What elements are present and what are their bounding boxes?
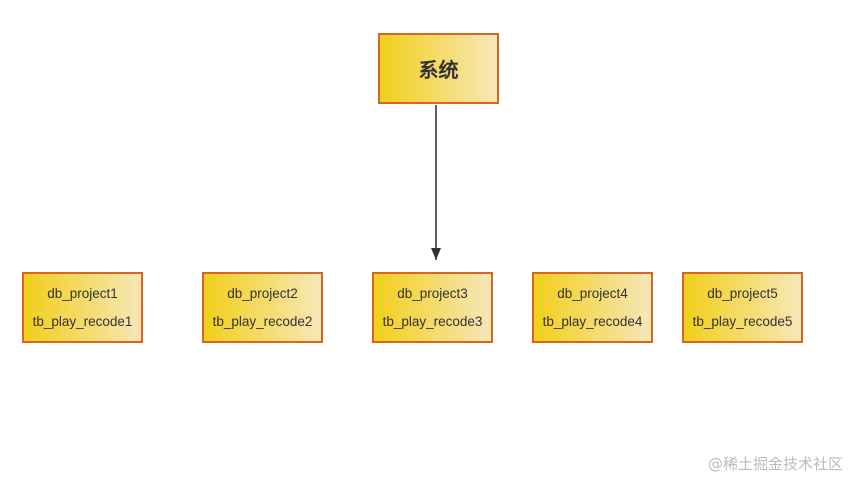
child-node-table-label: tb_play_recode3 [382,313,483,329]
arrowhead-icon [431,248,441,260]
root-node-label: 系统 [418,58,459,82]
child-node-db-label: db_project5 [707,285,778,301]
child-node-table-label: tb_play_recode2 [212,313,313,329]
child-node-db-label: db_project4 [557,285,628,301]
root-node-system: 系统 [378,33,499,104]
child-node-1: db_project1 tb_play_recode1 [22,272,143,343]
child-node-db-label: db_project1 [47,285,118,301]
child-node-2: db_project2 tb_play_recode2 [202,272,323,343]
watermark-text: @稀土掘金技术社区 [707,455,843,473]
child-node-5: db_project5 tb_play_recode5 [682,272,803,343]
child-node-table-label: tb_play_recode1 [32,313,133,329]
child-node-db-label: db_project2 [227,285,298,301]
child-node-table-label: tb_play_recode5 [692,313,793,329]
child-node-3: db_project3 tb_play_recode3 [372,272,493,343]
child-node-table-label: tb_play_recode4 [542,313,643,329]
child-node-4: db_project4 tb_play_recode4 [532,272,653,343]
child-node-db-label: db_project3 [397,285,468,301]
